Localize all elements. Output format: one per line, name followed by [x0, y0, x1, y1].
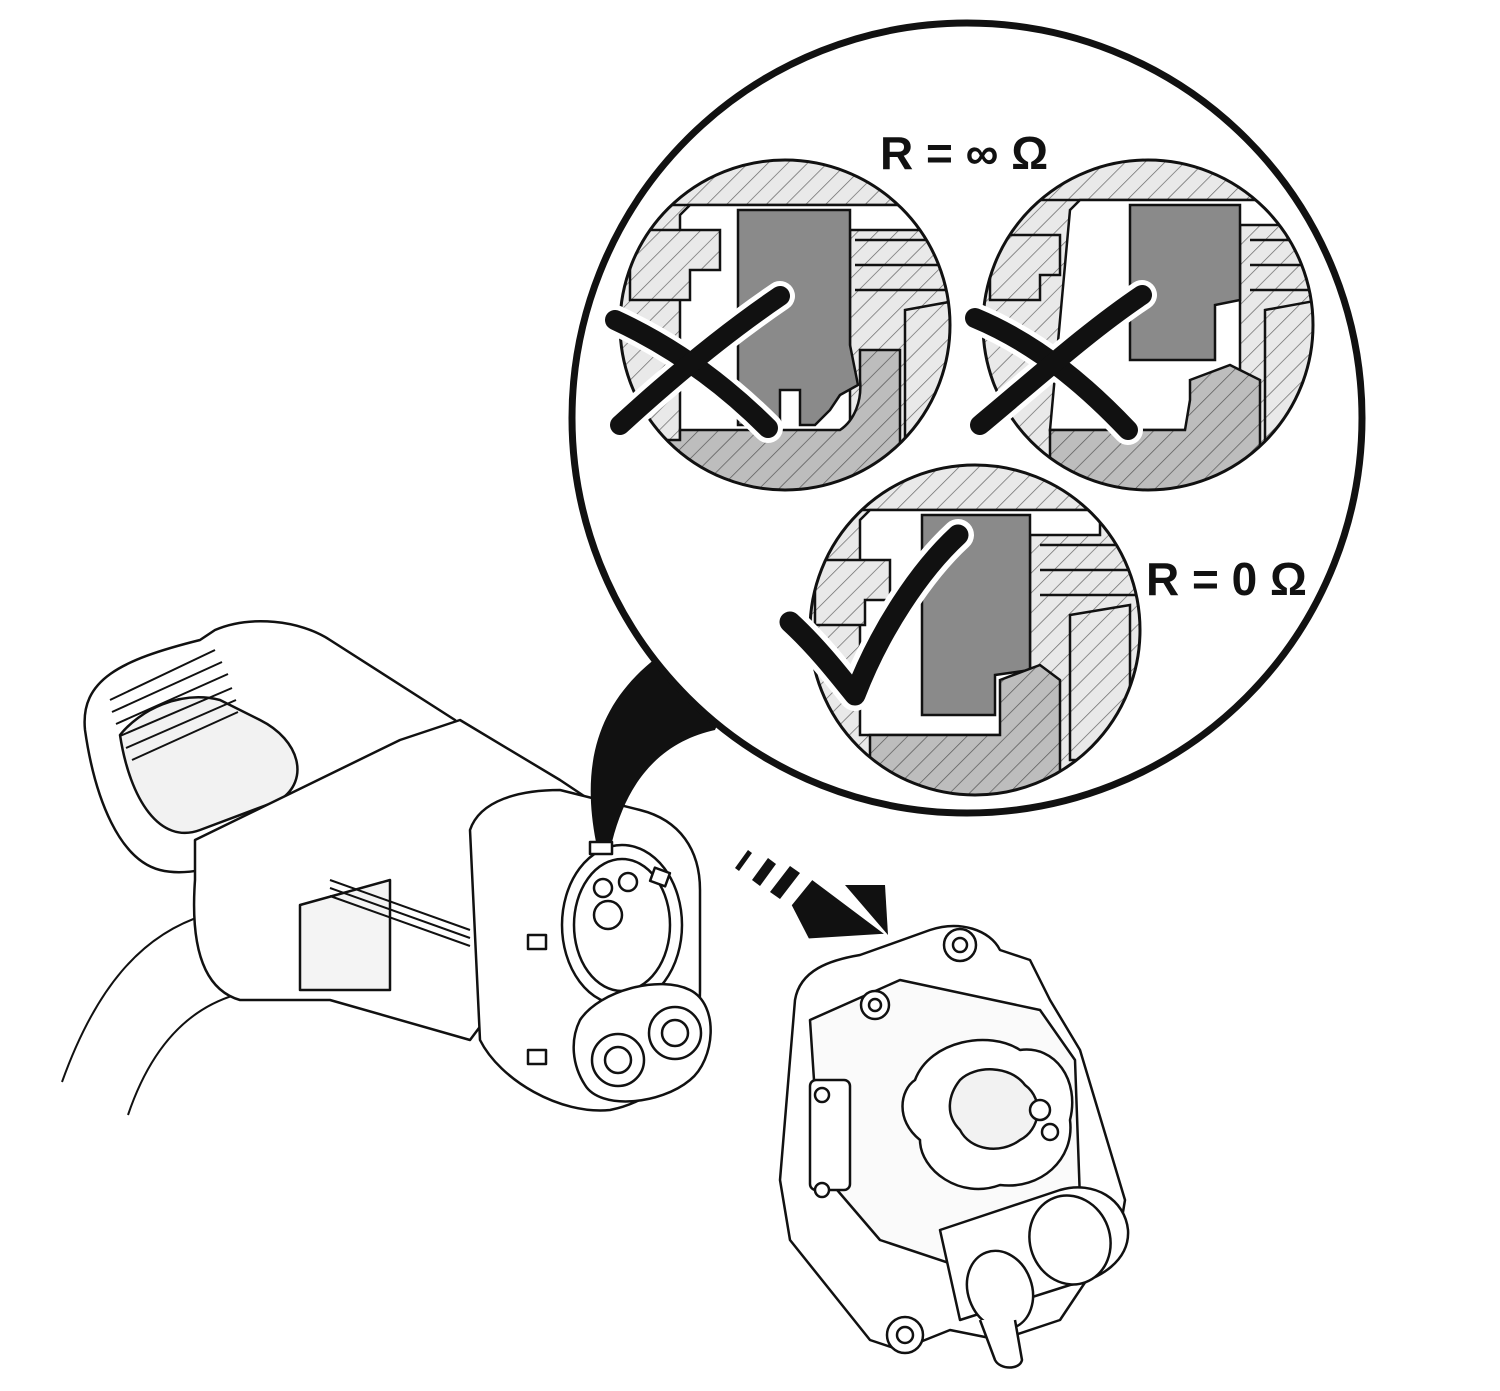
- open-circuit-label: R = ∞ Ω: [880, 127, 1049, 179]
- charging-plug: [83, 620, 712, 1112]
- x-mark-icon: [960, 280, 1157, 445]
- closed-circuit-label: R = 0 Ω: [1146, 553, 1307, 605]
- checkmark-icon: [774, 519, 974, 711]
- dashed-arrow-icon: [735, 850, 893, 942]
- charging-cable: [61, 914, 236, 1116]
- detail-seated: [774, 463, 1142, 797]
- vehicle-inlet: [778, 924, 1130, 1369]
- x-mark-icon: [600, 281, 795, 443]
